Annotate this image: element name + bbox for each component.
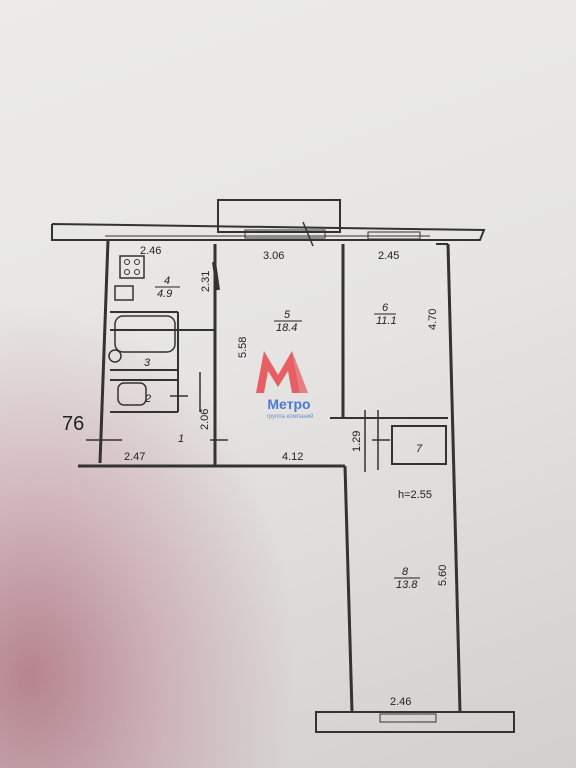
room-4-number: 4 [164,275,170,287]
dim-room8-width: 2.46 [390,696,411,708]
room-6-area: 11.1 [376,315,397,327]
hand-shadow [0,300,300,768]
stair-mark: 76 [62,413,84,435]
watermark-tagline: группа компаний [266,414,314,420]
balcony [217,199,341,233]
watermark-brand: Метро [267,396,311,412]
room-1-number: 1 [178,433,184,445]
room-7-number: 7 [416,443,423,455]
right-wall [446,243,462,713]
toilet [108,349,122,363]
room-5-number: 5 [284,309,291,321]
window-room8 [379,713,437,723]
room-3-number: 3 [144,357,151,369]
dim-room6-depth: 4.70 [427,309,439,330]
stove [119,255,145,279]
kitchen-sink [114,285,134,301]
ceiling-height: h=2.55 [398,489,432,501]
room-5-area: 18.4 [276,322,297,334]
dim-corridor-depth: 1.29 [351,431,363,452]
sink [117,382,147,406]
window-top-room5 [244,229,326,239]
dim-kitchen-depth: 2.31 [200,271,212,292]
top-outer-wall [51,223,486,241]
dim-hall-width: 2.47 [124,451,145,463]
metro-logo-icon [256,351,308,393]
window-top-room6 [367,231,421,240]
room-4-area: 4.9 [157,288,172,300]
dim-room6-width: 2.45 [378,250,399,262]
room-6-number: 6 [382,302,389,314]
dim-room5-depth: 5.58 [237,337,249,358]
dim-room8-depth: 5.60 [437,565,449,586]
left-wall [98,239,110,464]
closet-7 [391,425,447,465]
dim-room5-width: 3.06 [263,250,284,262]
room-8-area: 13.8 [396,579,418,591]
room-2-number: 2 [144,393,151,405]
dim-hall-depth: 2.06 [199,409,211,430]
dim-room5-bottom: 4.12 [282,451,303,463]
room-8-number: 8 [402,566,409,578]
dim-kitchen-width: 2.46 [140,245,161,257]
bathtub [114,315,176,353]
bottom-wall [315,711,515,733]
room8-left-wall [343,465,354,713]
